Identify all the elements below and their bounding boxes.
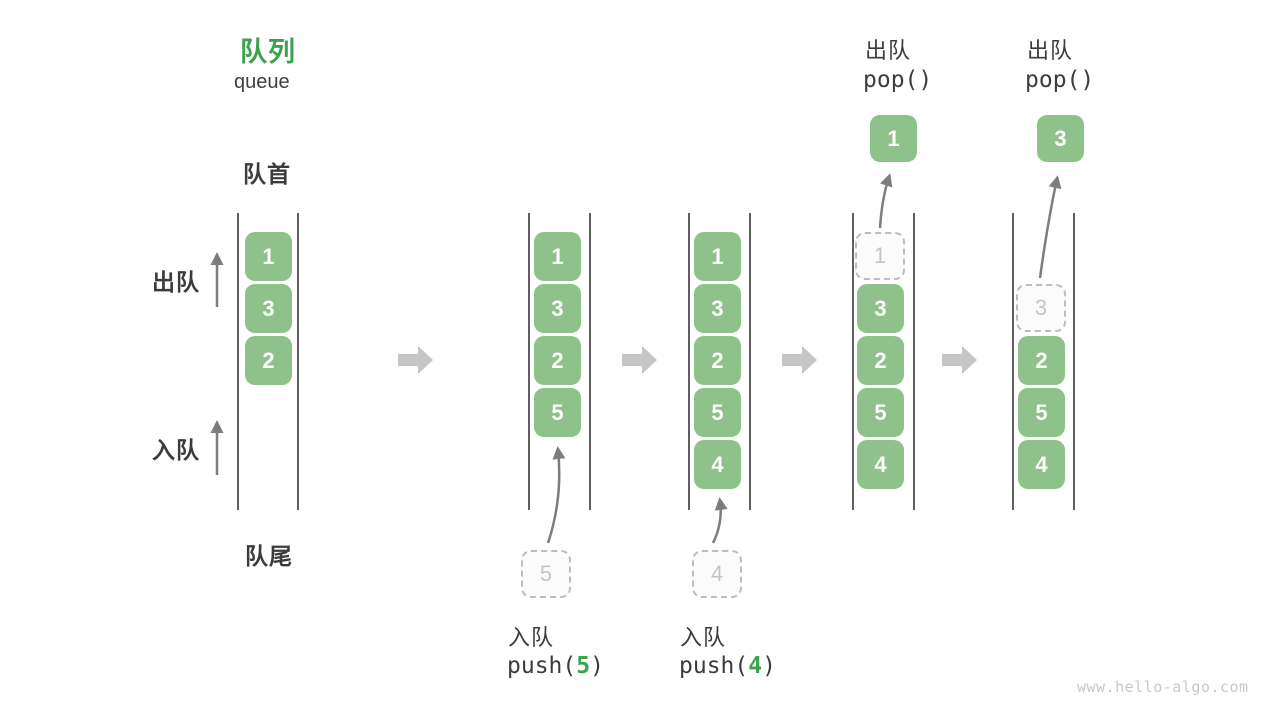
queue-element: 3 xyxy=(245,284,292,333)
push-fn-close: ) xyxy=(762,653,776,679)
step-arrow-icon xyxy=(622,346,657,374)
channel-line xyxy=(913,213,915,510)
watermark: www.hello-algo.com xyxy=(1077,678,1249,696)
enqueue-op-label: 入队 xyxy=(508,625,555,650)
push-call-label: push(5) xyxy=(507,653,604,679)
push-arrow xyxy=(546,446,566,544)
queue-element: 2 xyxy=(245,336,292,385)
push-fn-close: ) xyxy=(590,653,604,679)
push-fn-open: push( xyxy=(679,653,749,679)
diagram-title-en: queue xyxy=(234,71,290,93)
push-arrow xyxy=(711,497,728,544)
pop-arrow xyxy=(1038,175,1062,279)
dequeue-op-label: 出队 xyxy=(1027,38,1074,63)
channel-line xyxy=(528,213,530,510)
channel-line xyxy=(749,213,751,510)
enqueue-op-label: 入队 xyxy=(680,625,727,650)
dequeue-side-label: 出队 xyxy=(152,269,200,295)
push-arg: 4 xyxy=(748,653,763,679)
queue-element: 4 xyxy=(857,440,904,489)
queue-element: 3 xyxy=(857,284,904,333)
queue-element: 4 xyxy=(1018,440,1065,489)
channel-line xyxy=(237,213,239,510)
queue-element: 3 xyxy=(694,284,741,333)
channel-line xyxy=(688,213,690,510)
dequeue-ghost-element: 3 xyxy=(1016,284,1066,332)
dequeue-op-label: 出队 xyxy=(865,38,912,63)
queue-front-label: 队首 xyxy=(243,161,291,187)
queue-element: 2 xyxy=(694,336,741,385)
popped-element: 3 xyxy=(1037,115,1084,162)
step-arrow-icon xyxy=(942,346,977,374)
channel-line xyxy=(852,213,854,510)
enqueue-side-label: 入队 xyxy=(152,437,200,463)
channel-line xyxy=(1012,213,1014,510)
queue-element: 3 xyxy=(534,284,581,333)
queue-rear-label: 队尾 xyxy=(245,543,293,569)
queue-element: 5 xyxy=(534,388,581,437)
push-arg: 5 xyxy=(576,653,591,679)
popped-element: 1 xyxy=(870,115,917,162)
queue-element: 4 xyxy=(694,440,741,489)
channel-line xyxy=(297,213,299,510)
queue-element: 1 xyxy=(245,232,292,281)
queue-element: 5 xyxy=(857,388,904,437)
pop-arrow xyxy=(878,173,893,229)
queue-element: 5 xyxy=(694,388,741,437)
queue-element: 5 xyxy=(1018,388,1065,437)
enqueue-ghost-element: 5 xyxy=(521,550,571,598)
pop-call-label: pop() xyxy=(1025,67,1095,93)
queue-element: 2 xyxy=(1018,336,1065,385)
queue-element: 1 xyxy=(534,232,581,281)
step-arrow-icon xyxy=(398,346,433,374)
diagram-title-zh: 队列 xyxy=(240,37,296,67)
channel-line xyxy=(589,213,591,510)
channel-line xyxy=(1073,213,1075,510)
dequeue-ghost-element: 1 xyxy=(855,232,905,280)
enqueue-ghost-element: 4 xyxy=(692,550,742,598)
step-arrow-icon xyxy=(782,346,817,374)
queue-element: 2 xyxy=(857,336,904,385)
queue-element: 2 xyxy=(534,336,581,385)
push-call-label: push(4) xyxy=(679,653,776,679)
queue-element: 1 xyxy=(694,232,741,281)
pop-call-label: pop() xyxy=(863,67,933,93)
push-fn-open: push( xyxy=(507,653,577,679)
